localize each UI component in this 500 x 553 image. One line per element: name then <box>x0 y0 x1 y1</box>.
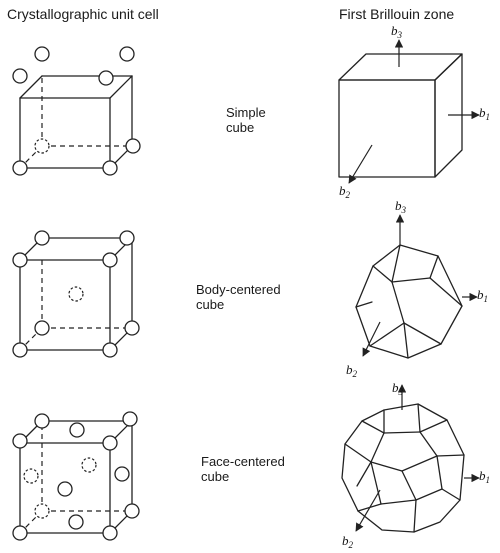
face-atom <box>69 422 85 438</box>
b2-axis-arrow <box>348 144 373 184</box>
corner-atom <box>102 435 118 451</box>
b3-label: b3 <box>392 380 404 397</box>
corner-atom <box>34 320 50 336</box>
corner-atom <box>124 320 140 336</box>
corner-atom <box>34 230 50 246</box>
corner-atom <box>119 46 135 62</box>
fcc-brillouin-zone: b3 b1 b2 <box>341 380 490 550</box>
row-label-line1: Face-centered <box>201 454 285 469</box>
bcc-brillouin-zone: b3 b1 b2 <box>346 198 488 379</box>
corner-atom <box>34 413 50 429</box>
face-atom-hidden <box>81 457 97 473</box>
corner-atom <box>12 342 28 358</box>
corner-atom <box>102 252 118 268</box>
corner-atom-hidden <box>34 503 50 519</box>
corner-atom <box>12 68 28 84</box>
corner-atom-hidden <box>34 138 50 154</box>
face-atom <box>68 514 84 530</box>
corner-atom <box>102 160 118 176</box>
row-label-line2: cube <box>196 297 225 312</box>
b2-axis-arrow <box>362 321 381 357</box>
fcc-unit-cell <box>12 411 140 541</box>
corner-atom <box>12 252 28 268</box>
b2-label: b2 <box>346 362 358 379</box>
simple-cubic-brillouin-zone: b3 b1 b2 <box>338 23 490 200</box>
b1-label: b1 <box>479 468 490 485</box>
corner-atom <box>34 46 50 62</box>
row-label-face-centered-cube: Face-centered cube <box>201 454 285 484</box>
b3-label: b3 <box>391 23 403 40</box>
column-header-brillouin-zone: First Brillouin zone <box>339 6 455 22</box>
corner-atom <box>12 525 28 541</box>
corner-atom <box>102 342 118 358</box>
face-atom-hidden <box>23 468 39 484</box>
b2-label: b2 <box>342 533 354 550</box>
b1-label: b1 <box>479 105 490 122</box>
corner-atom <box>122 411 138 427</box>
row-label-line2: cube <box>226 120 255 135</box>
row-label-line1: Simple <box>226 105 266 120</box>
corner-atom <box>12 433 28 449</box>
b2-axis-arrow <box>355 489 381 532</box>
corner-atom <box>125 138 141 154</box>
corner-atom <box>12 160 28 176</box>
corner-atom <box>119 230 135 246</box>
row-label-simple-cube: Simple cube <box>226 105 266 135</box>
row-label-body-centered-cube: Body-centered cube <box>196 282 281 312</box>
simple-cubic-unit-cell <box>12 46 141 176</box>
body-center-atom <box>68 286 84 302</box>
b3-label: b3 <box>395 198 407 215</box>
bcc-unit-cell <box>12 230 140 358</box>
b1-label: b1 <box>477 287 488 304</box>
b2-label: b2 <box>339 183 351 200</box>
corner-atom <box>98 70 114 86</box>
face-atom <box>114 466 130 482</box>
column-header-unit-cell: Crystallographic unit cell <box>7 6 159 22</box>
row-label-line2: cube <box>201 469 230 484</box>
corner-atom <box>124 503 140 519</box>
corner-atom <box>102 525 118 541</box>
face-atom <box>57 481 73 497</box>
row-label-line1: Body-centered <box>196 282 281 297</box>
